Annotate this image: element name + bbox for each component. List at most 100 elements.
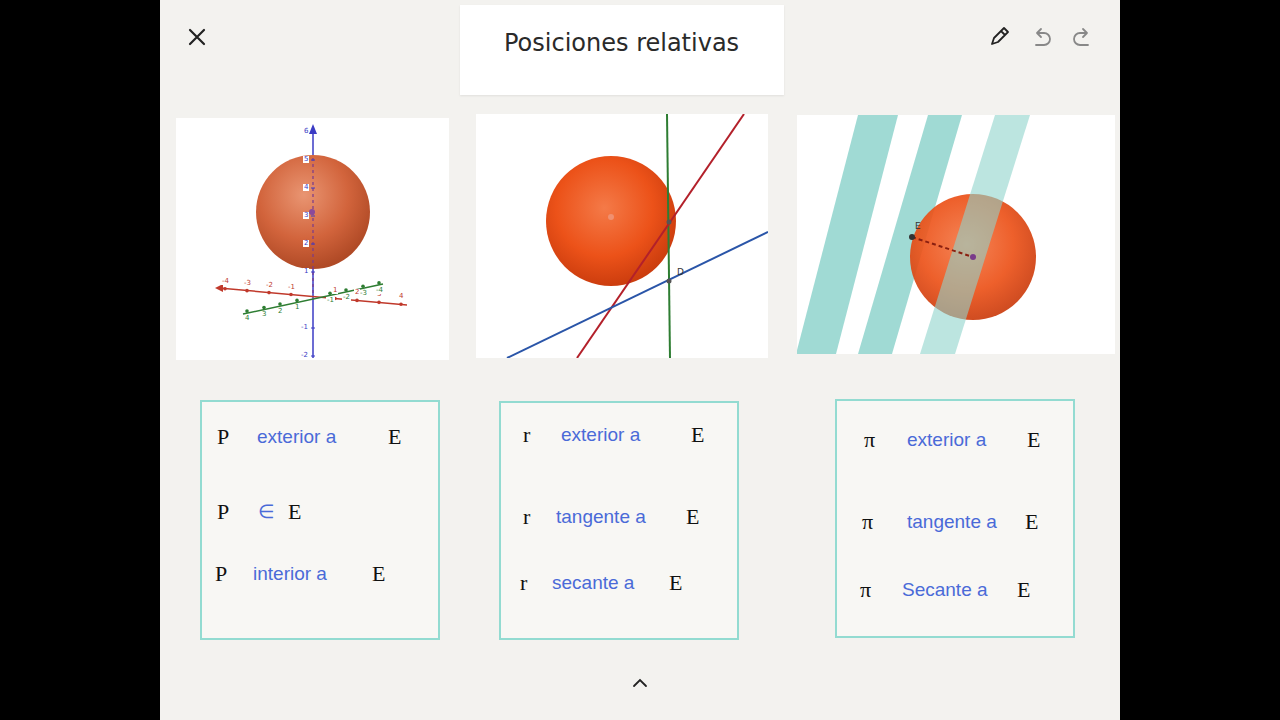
axis-tick-label: -2 <box>265 282 274 289</box>
relation-text: ∈ <box>258 501 275 524</box>
tick-mark <box>245 309 249 313</box>
image-panel <box>797 115 1115 354</box>
canvas <box>160 0 1120 720</box>
axis-tick-label: 3 <box>261 311 267 318</box>
image-panel <box>176 118 449 360</box>
axis-tick-label: 2 <box>277 308 283 315</box>
tick-mark <box>311 272 315 273</box>
tick-mark <box>267 291 271 295</box>
element-symbol: π <box>864 427 875 453</box>
sphere-symbol: E <box>1027 427 1040 453</box>
tick-mark <box>344 288 348 292</box>
axis-arrow <box>309 124 317 134</box>
position-box: rexterior aErtangente aErsecante aE <box>499 401 739 640</box>
element-symbol: π <box>860 577 871 603</box>
tick-mark <box>311 328 315 329</box>
axis-tick-label: -4 <box>221 278 230 285</box>
axis-arrow <box>215 284 223 292</box>
tick-mark <box>295 299 299 303</box>
y-axis <box>243 284 383 314</box>
axis-tick-label: -1 <box>326 297 335 304</box>
tick-mark <box>355 299 359 303</box>
lines-figure <box>507 114 768 358</box>
position-box: πexterior aEπtangente aEπSecante aE <box>835 399 1075 638</box>
axis-tick-label: 1 <box>303 268 309 275</box>
secant-line <box>577 114 744 358</box>
axis-tick-label: -3 <box>359 290 368 297</box>
sphere-symbol: E <box>288 499 301 525</box>
element-symbol: r <box>523 504 530 530</box>
axis-tick-label: 2 <box>303 240 309 247</box>
element-symbol: P <box>215 561 227 587</box>
tick-mark <box>399 302 403 306</box>
hidden-axis <box>312 158 313 294</box>
axis-tick-label: 4 <box>244 315 250 322</box>
sphere-symbol: E <box>1025 509 1038 535</box>
tick-mark <box>311 216 315 217</box>
title-card: Posiciones relativas <box>460 5 784 95</box>
exterior-line <box>507 232 768 358</box>
x-axis <box>219 288 407 305</box>
title: Posiciones relativas <box>504 29 739 58</box>
redo-icon <box>1074 29 1088 45</box>
pencil-icon <box>992 28 1008 44</box>
relation-text: tangente a <box>907 511 997 534</box>
element-symbol: π <box>862 509 873 535</box>
point-label: E <box>914 222 922 231</box>
tick-mark <box>377 281 381 285</box>
tick-mark <box>311 188 315 189</box>
axis-tick-label: -2 <box>342 294 351 301</box>
point-label: D <box>676 268 685 277</box>
center-point <box>608 214 614 220</box>
axis-tick-label: 3 <box>303 212 309 219</box>
element-symbol: r <box>523 422 530 448</box>
axis-tick-label: -2 <box>300 352 309 359</box>
relation-text: interior a <box>253 563 327 586</box>
axis-tick-label: -4 <box>375 287 384 294</box>
element-symbol: P <box>217 499 229 525</box>
axis-tick-label: 1 <box>332 287 338 294</box>
sphere <box>546 156 676 286</box>
axis-tick-label: -1 <box>287 284 296 291</box>
tick-mark <box>223 287 227 291</box>
tick-mark <box>311 356 315 357</box>
tick-mark <box>262 306 266 310</box>
relation-text: secante a <box>552 572 634 595</box>
intersection-point <box>667 279 672 284</box>
tangent-point <box>909 234 915 240</box>
sphere-symbol: E <box>1017 577 1030 603</box>
tick-mark <box>311 160 315 161</box>
axis-tick-label: -1 <box>300 324 309 331</box>
tick-marks <box>223 132 403 356</box>
tick-mark <box>311 244 315 245</box>
relation-text: tangente a <box>556 506 646 529</box>
relation-text: exterior a <box>257 426 336 449</box>
axis-tick-label: 4 <box>398 293 404 300</box>
axis-tick-label: 1 <box>294 304 300 311</box>
sphere-symbol: E <box>388 424 401 450</box>
tick-mark <box>289 293 293 297</box>
element-symbol: r <box>520 570 527 596</box>
radius-segment <box>912 237 973 257</box>
sphere-symbol: E <box>372 561 385 587</box>
secant-plane <box>920 115 1030 354</box>
tick-mark <box>361 285 365 289</box>
intersection-point <box>667 220 672 225</box>
sphere-symbol: E <box>686 504 699 530</box>
planes-figure <box>797 115 1036 354</box>
axis-tick-label: 6 <box>303 128 309 135</box>
relation-text: exterior a <box>907 429 986 452</box>
sphere-symbol: E <box>669 570 682 596</box>
tangent-line <box>667 114 670 358</box>
tick-mark <box>278 302 282 306</box>
relation-text: Secante a <box>902 579 988 602</box>
axis-tick-label: -3 <box>243 280 252 287</box>
relation-text: exterior a <box>561 424 640 447</box>
undo-icon <box>1036 29 1050 45</box>
element-symbol: P <box>217 424 229 450</box>
center-point <box>970 254 976 260</box>
tick-mark <box>377 301 381 305</box>
tick-mark <box>311 132 315 133</box>
axis-tick-label: 5 <box>303 156 309 163</box>
